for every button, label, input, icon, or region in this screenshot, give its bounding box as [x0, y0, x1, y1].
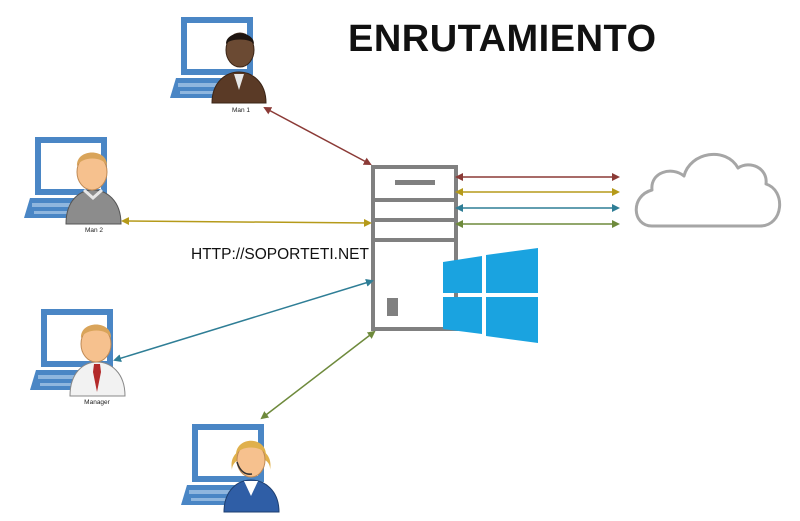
- link-operator-server: [260, 330, 376, 420]
- diagram-title: ENRUTAMIENTO: [348, 18, 657, 60]
- source-url: HTTP://SOPORTETI.NET: [191, 246, 369, 263]
- user-label-man-1: Man 1: [231, 107, 251, 114]
- user-label-manager: Manager: [84, 399, 110, 406]
- cloud-icon: [634, 152, 782, 228]
- link-man-1-server: [263, 107, 372, 165]
- link-man-2-server: [121, 217, 372, 227]
- user-man-1-icon: [211, 32, 267, 104]
- user-operator-icon: [223, 440, 280, 513]
- link-manager-server: [113, 278, 374, 363]
- user-label-man-2: Man 2: [84, 227, 104, 234]
- server-icon: [371, 165, 458, 331]
- user-manager-icon: [69, 324, 126, 397]
- user-man-2-icon: [65, 152, 122, 225]
- windows-logo-icon: [443, 248, 538, 343]
